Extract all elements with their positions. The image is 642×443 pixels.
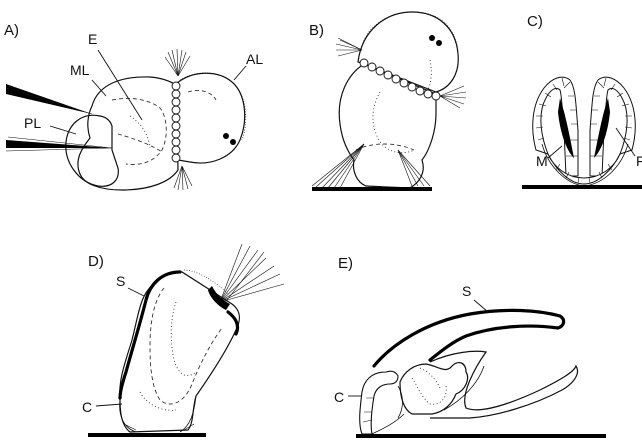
panel-b-anterior-lobe xyxy=(358,12,458,92)
panel-a-bristle-bundle-upper xyxy=(6,84,92,114)
panel-c-base xyxy=(548,154,620,184)
panel-b-body xyxy=(339,64,436,188)
panel-c: C) M F xyxy=(522,13,642,187)
panel-b-eye-spot xyxy=(429,35,435,41)
panel-e-label: E) xyxy=(338,255,353,272)
panel-a-label-al: AL xyxy=(246,51,263,67)
panel-a-apical-tuft-top xyxy=(165,49,190,76)
panel-c-label-f: F xyxy=(636,153,642,169)
panel-d-ciliary-tuft xyxy=(220,244,284,304)
panel-a-anterior-lobe xyxy=(176,73,245,163)
panel-a-label: A) xyxy=(4,22,19,39)
panel-e-stalk xyxy=(360,371,398,434)
panel-a-eye-spot xyxy=(230,139,236,145)
panel-b-tuft-right xyxy=(440,86,466,108)
panel-c-right-fold xyxy=(590,77,635,176)
panel-a-prototroch-ring xyxy=(172,82,180,162)
panel-b: B) xyxy=(309,12,466,189)
panel-e: E) S C xyxy=(334,255,606,436)
panel-d-label-c: C xyxy=(82,399,92,415)
panel-b-prototroch-ring xyxy=(360,59,440,100)
panel-a-label-e: E xyxy=(88,31,97,47)
panel-d: D) S C xyxy=(82,244,284,435)
panel-b-eye-spot xyxy=(436,40,442,46)
panel-c-label: C) xyxy=(527,13,543,30)
panel-b-bristles-left xyxy=(312,144,364,188)
panel-e-label-c: C xyxy=(334,389,344,405)
panel-d-body xyxy=(120,272,240,432)
panel-b-label: B) xyxy=(309,22,324,39)
panel-a-tuft-bottom xyxy=(174,166,192,190)
panel-a-label-pl: PL xyxy=(24,115,41,131)
panel-a-bristle-bundle-lower xyxy=(6,137,112,151)
panel-c-label-m: M xyxy=(536,153,548,169)
panel-e-shell xyxy=(374,310,564,366)
panel-d-label: D) xyxy=(88,253,104,270)
panel-a-middle-lobe xyxy=(78,77,178,190)
panel-a-label-ml: ML xyxy=(70,62,90,78)
panel-e-label-s: S xyxy=(462,283,471,299)
panel-b-tuft-left xyxy=(336,38,362,56)
panel-a: A) xyxy=(4,22,263,190)
panel-d-label-s: S xyxy=(116,273,125,289)
panel-a-eye-spot xyxy=(223,133,229,139)
panel-a-posterior-lobe xyxy=(66,115,118,186)
